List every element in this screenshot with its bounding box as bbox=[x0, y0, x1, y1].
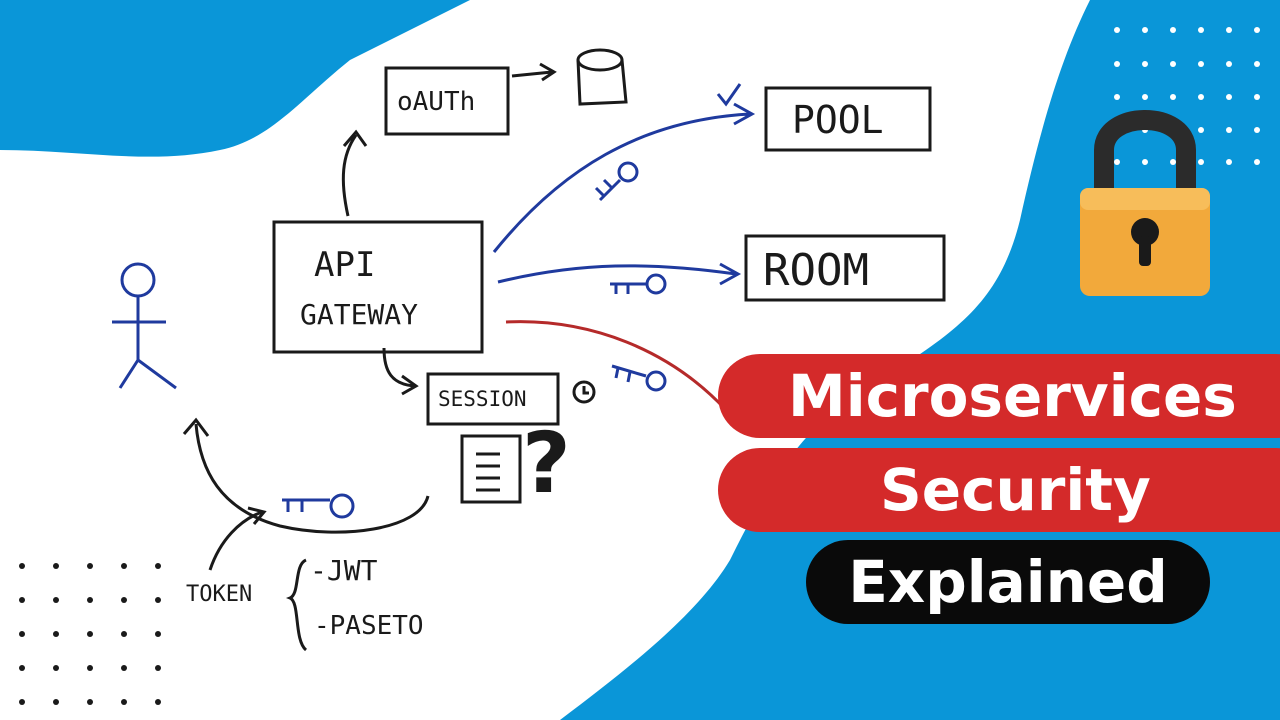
paseto-label: -PASETO bbox=[314, 611, 424, 641]
gateway-label: GATEWAY bbox=[300, 298, 418, 331]
api-to-oauth-arrow bbox=[341, 129, 368, 217]
key-icon bbox=[610, 273, 667, 295]
api-to-room-arrow bbox=[497, 262, 742, 286]
question-mark: ? bbox=[522, 414, 571, 512]
database-icon bbox=[576, 48, 628, 106]
dots-bottom-left bbox=[19, 563, 161, 705]
session-label: SESSION bbox=[438, 387, 527, 411]
stick-figure bbox=[112, 262, 177, 390]
token-pointer-arrow bbox=[208, 506, 267, 571]
room-label: ROOM bbox=[763, 245, 869, 296]
key-icon bbox=[594, 161, 639, 202]
pool-label: POOL bbox=[792, 98, 884, 142]
pool-box bbox=[764, 86, 932, 152]
jwt-label: -JWT bbox=[310, 554, 378, 587]
oauth-box bbox=[384, 66, 510, 136]
clock-icon bbox=[572, 380, 596, 404]
api-label: API bbox=[314, 245, 375, 285]
api-to-session-arrow bbox=[382, 347, 419, 396]
document-icon bbox=[460, 434, 522, 504]
title-line-2: Security bbox=[718, 448, 1280, 532]
oauth-label: oAUTh bbox=[397, 87, 475, 117]
key-icon bbox=[611, 364, 667, 392]
title-line-1: Microservices bbox=[718, 354, 1280, 438]
padlock-icon bbox=[1080, 110, 1210, 296]
return-to-user-arrow bbox=[182, 417, 430, 534]
oauth-to-db-arrow bbox=[511, 62, 557, 82]
key-icon bbox=[282, 493, 355, 519]
room-box bbox=[744, 234, 946, 302]
dots-top-right bbox=[1114, 27, 1260, 165]
api-to-pool-arrow bbox=[492, 102, 756, 253]
checkmark-icon bbox=[716, 83, 742, 107]
token-label: TOKEN bbox=[186, 582, 252, 607]
blue-blob-top-left bbox=[0, 0, 470, 157]
api-to-offscreen-red-arrow bbox=[505, 320, 728, 412]
session-box bbox=[426, 372, 560, 426]
token-brace bbox=[285, 558, 308, 652]
api-gateway-box bbox=[272, 220, 484, 354]
title-line-3: Explained bbox=[806, 540, 1210, 624]
